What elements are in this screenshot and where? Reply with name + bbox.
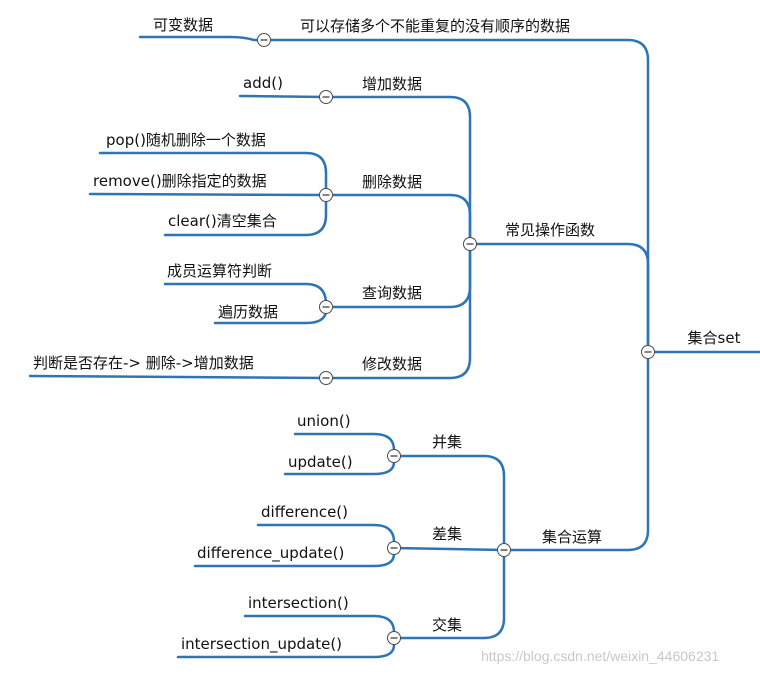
branch-label-description: 可以存储多个不能重复的没有顺序的数据 bbox=[300, 17, 570, 35]
branch-connector-set-top bbox=[262, 38, 650, 354]
leaf-label-clear: clear()清空集合 bbox=[168, 212, 277, 230]
node-label-union: 并集 bbox=[432, 433, 462, 451]
node-label-query-data: 查询数据 bbox=[362, 284, 422, 302]
subbranch-connector-intersection bbox=[392, 548, 506, 640]
toggle-union[interactable] bbox=[387, 449, 401, 463]
toggle-difference[interactable] bbox=[387, 541, 401, 555]
leaf-label-difference: difference() bbox=[261, 503, 348, 521]
root-toggle[interactable] bbox=[641, 345, 655, 359]
leaf-connector-mutable bbox=[138, 35, 266, 42]
subbranch-connector-modify bbox=[324, 242, 472, 380]
subbranch-connector-delete bbox=[324, 193, 472, 246]
branch-connector-set-operations bbox=[502, 350, 650, 552]
subbranch-connector-add bbox=[324, 95, 472, 246]
toggle-top-branch[interactable] bbox=[257, 33, 271, 47]
watermark: https://blog.csdn.net/weixin_44606231 bbox=[481, 648, 720, 664]
leaf-connector-add bbox=[238, 94, 328, 99]
node-label-intersection: 交集 bbox=[432, 616, 462, 634]
leaf-label-iterate: 遍历数据 bbox=[218, 303, 278, 321]
leaf-label-remove: remove()删除指定的数据 bbox=[93, 172, 267, 190]
leaf-connector-clear bbox=[163, 193, 328, 237]
subbranch-connector-difference bbox=[392, 546, 506, 552]
leaf-connector-pop bbox=[98, 151, 328, 197]
root-node-label: 集合set bbox=[688, 329, 741, 347]
node-label-delete-data: 删除数据 bbox=[362, 173, 422, 191]
toggle-common-functions[interactable] bbox=[463, 237, 477, 251]
toggle-query-data[interactable] bbox=[319, 300, 333, 314]
collapse-toggles bbox=[257, 33, 655, 645]
leaf-label-add: add() bbox=[243, 74, 283, 92]
leaf-connector-modify bbox=[28, 374, 328, 380]
branch-label-mutable: 可变数据 bbox=[153, 16, 213, 34]
leaf-label-union: union() bbox=[297, 412, 351, 430]
toggle-modify-data[interactable] bbox=[319, 371, 333, 385]
toggle-add-data[interactable] bbox=[319, 90, 333, 104]
toggle-set-operations[interactable] bbox=[497, 543, 511, 557]
branch-label-set-operations: 集合运算 bbox=[542, 528, 602, 546]
toggle-delete-data[interactable] bbox=[319, 188, 333, 202]
leaf-connector-remove bbox=[88, 192, 328, 197]
leaf-label-intersection-update: intersection_update() bbox=[181, 635, 342, 654]
leaf-label-pop: pop()随机删除一个数据 bbox=[106, 131, 266, 149]
leaf-label-modify: 判断是否存在-> 删除->增加数据 bbox=[33, 354, 254, 372]
leaf-label-difference-update: difference_update() bbox=[197, 544, 344, 563]
node-label-difference: 差集 bbox=[432, 525, 462, 543]
subbranch-connector-union bbox=[392, 454, 506, 552]
leaf-label-update: update() bbox=[288, 453, 353, 471]
leaf-label-intersection: intersection() bbox=[248, 594, 349, 612]
node-label-modify-data: 修改数据 bbox=[362, 355, 422, 373]
branch-connector-common-functions bbox=[468, 242, 650, 354]
node-label-add-data: 增加数据 bbox=[362, 75, 422, 93]
leaf-connector-intersection-update bbox=[176, 636, 396, 659]
toggle-intersection[interactable] bbox=[387, 631, 401, 645]
leaf-label-membership: 成员运算符判断 bbox=[167, 262, 272, 280]
branch-label-common-functions: 常见操作函数 bbox=[505, 221, 595, 239]
